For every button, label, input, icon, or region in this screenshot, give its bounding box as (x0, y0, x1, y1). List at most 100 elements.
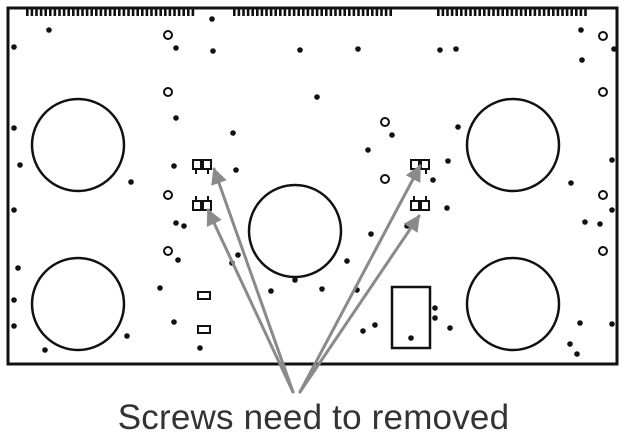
solder-dot (42, 347, 48, 353)
vent-tab (320, 9, 323, 16)
burner-bottom-left (30, 256, 126, 352)
vent-tab (297, 9, 300, 16)
vent-tab (251, 9, 254, 16)
arrow-to-left-lower-screw (206, 208, 295, 394)
vent-tab (173, 9, 176, 16)
burner-bottom-right (465, 256, 561, 352)
solder-dot (124, 333, 130, 339)
vent-tab (357, 9, 360, 16)
vent-tab (561, 9, 564, 16)
vent-tab (473, 9, 477, 16)
solder-dot (173, 220, 179, 226)
vent-tab (506, 9, 509, 16)
vent-tab (538, 9, 541, 16)
vent-tab (58, 9, 61, 16)
vent-tab (49, 9, 52, 16)
solder-dot (173, 45, 179, 51)
vent-tab (384, 9, 388, 16)
vent-tab (182, 9, 185, 16)
solder-dot (319, 286, 325, 292)
vent-tab (76, 9, 80, 16)
solder-dot (453, 46, 459, 52)
vent-tab (515, 9, 518, 16)
solder-dot (128, 179, 134, 185)
vent-tab (95, 9, 98, 16)
solder-dot (444, 205, 450, 211)
burner-center (247, 183, 343, 279)
vent-tab (150, 9, 153, 16)
solder-dot (210, 48, 216, 54)
arrow-to-right-lower-screw (298, 214, 421, 394)
caption-text: Screws need to removed (117, 398, 510, 437)
vent-tab (265, 9, 268, 16)
vent-tab (145, 9, 149, 16)
solder-dot (445, 158, 451, 164)
vent-tab (62, 9, 66, 16)
solder-dot (11, 207, 17, 213)
arrow-to-left-upper-screw (211, 167, 295, 394)
vent-tab (375, 9, 379, 16)
vent-tab (510, 9, 514, 16)
vent-tab (233, 9, 236, 16)
vent-tab (437, 9, 440, 16)
vent-tab (118, 9, 121, 16)
solder-dot (171, 163, 177, 169)
vent-tab (533, 9, 537, 16)
mount-holes (163, 30, 608, 256)
solder-dot (609, 157, 615, 163)
solder-dot (437, 47, 443, 53)
vent-tab (343, 9, 346, 16)
solder-dot (46, 27, 52, 33)
vent-tab (177, 9, 181, 16)
burner-top-right (465, 97, 561, 193)
vent-tab (283, 9, 287, 16)
vent-tab (366, 9, 369, 16)
solder-dot (430, 177, 436, 183)
solder-dot (389, 132, 395, 138)
solder-dot (578, 27, 584, 33)
vent-tab (85, 9, 89, 16)
vent-tab (380, 9, 383, 16)
vent-tab (329, 9, 333, 16)
solder-dot (611, 46, 617, 52)
vent-tab (242, 9, 245, 16)
vent-tab (302, 9, 305, 16)
vent-tab (469, 9, 472, 16)
vent-tab (30, 9, 34, 16)
vent-tab (122, 9, 126, 16)
vent-tab (90, 9, 93, 16)
vent-tab (496, 9, 500, 16)
vent-tab (81, 9, 84, 16)
vent-tab (246, 9, 250, 16)
burner-top-left (30, 97, 126, 193)
solder-dot (368, 231, 374, 237)
vent-tab (269, 9, 273, 16)
solder-dot (447, 325, 453, 331)
solder-dot (157, 285, 163, 291)
solder-dot (17, 162, 23, 168)
solder-dot (15, 265, 21, 271)
vent-tab (131, 9, 135, 16)
solder-dot (230, 130, 236, 136)
vent-tab (154, 9, 158, 16)
arrows-to-screws (206, 164, 422, 394)
solder-dot (11, 323, 17, 329)
vent-tab (450, 9, 454, 16)
solder-dot (404, 223, 410, 229)
vent-tab (311, 9, 314, 16)
vent-tab (35, 9, 38, 16)
vent-tab (460, 9, 463, 16)
vent-tab (552, 9, 555, 16)
vent-tab (483, 9, 486, 16)
cooktop-board-outline (6, 6, 619, 366)
vent-tab (325, 9, 328, 16)
solder-dot (209, 16, 215, 22)
vent-tab (371, 9, 374, 16)
connector-box (390, 285, 432, 350)
vent-tab (334, 9, 337, 16)
solder-dot (574, 351, 580, 357)
solder-dot (360, 328, 366, 334)
vent-tab (348, 9, 351, 16)
vent-tab (288, 9, 291, 16)
